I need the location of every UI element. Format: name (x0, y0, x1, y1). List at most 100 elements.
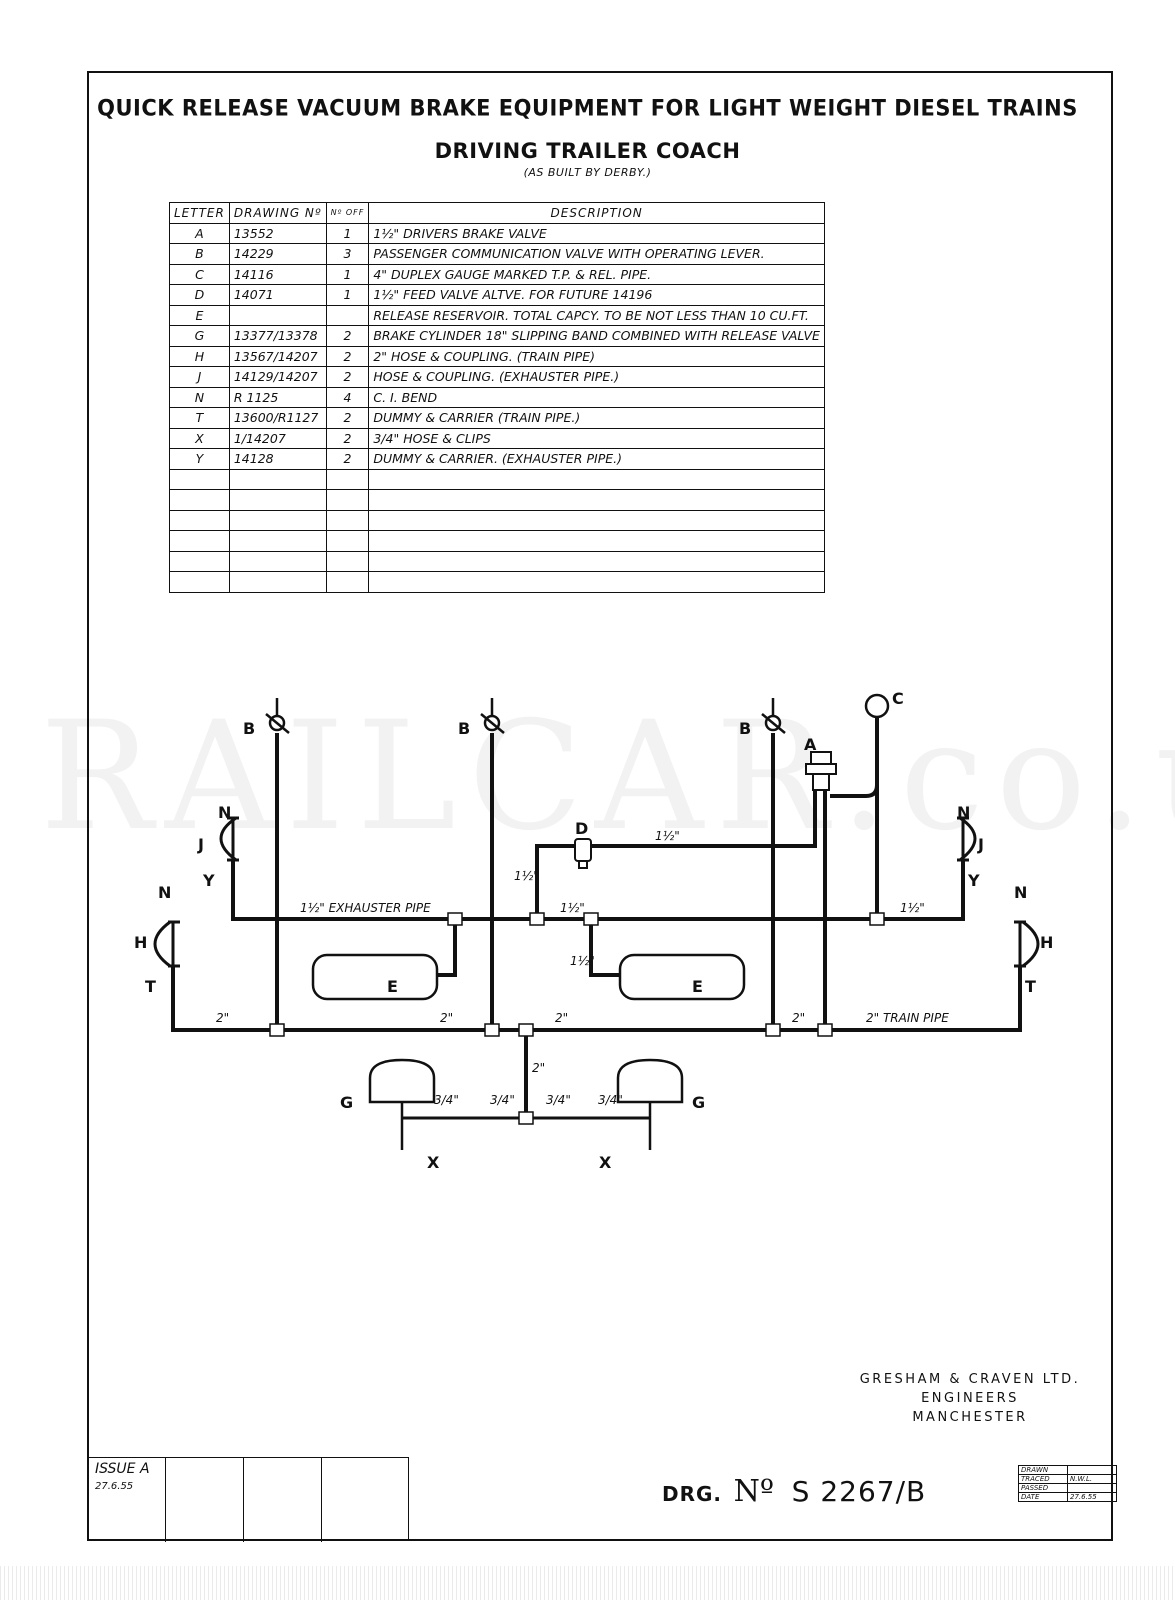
scan-edge (0, 1566, 1175, 1600)
signoff-value: N.W.L. (1067, 1474, 1117, 1484)
schedule-header-row: LETTER DRAWING Nº Nº OFF DESCRIPTION (169, 202, 825, 224)
row-description: BRAKE CYLINDER 18" SLIPPING BAND COMBINE… (368, 325, 825, 347)
component-labels: B B B C A D E E G G X X H H N N N N J J … (134, 689, 1053, 1172)
col-header-description: DESCRIPTION (368, 202, 825, 224)
label-h-left: H (134, 933, 147, 952)
tee-fittings (269, 912, 885, 1125)
label-h-right: H (1040, 933, 1053, 952)
communication-valves (265, 698, 786, 734)
size-feed-line: 1½" (655, 829, 680, 843)
label-n-right-upper: N (957, 803, 970, 822)
tee-fitting (529, 912, 545, 926)
size-exhauster-pipe: 1½" EXHAUSTER PIPE (300, 901, 431, 915)
label-b-3: B (739, 719, 751, 738)
label-b-1: B (243, 719, 255, 738)
label-t-right: T (1025, 977, 1036, 996)
drivers-brake-valve (805, 751, 837, 791)
brake-cylinder-right (616, 1058, 684, 1104)
feed-valve-stem (578, 860, 588, 869)
size-exhauster-mid: 1½" (560, 901, 585, 915)
tee-fitting (817, 1023, 833, 1037)
label-n-left-lower: N (158, 883, 171, 902)
signoff-value (1067, 1483, 1117, 1493)
drawing-number: DRG. Nº S 2267/B (662, 1474, 926, 1509)
size-train-mid-right: 2" (555, 1011, 568, 1025)
size-train-mid-left: 2" (440, 1011, 453, 1025)
size-drop-pipe: 2" (532, 1061, 545, 1075)
label-t-left: T (145, 977, 156, 996)
label-c: C (892, 689, 904, 708)
signoff-role: PASSED (1018, 1483, 1068, 1493)
label-g-left: G (340, 1093, 353, 1112)
hose-j-right-carrier (957, 816, 969, 862)
row-drawing-number: 13567/14207 (228, 345, 327, 367)
schedule-row (169, 571, 825, 593)
reservoir-left (311, 953, 439, 1001)
row-description: PASSENGER COMMUNICATION VALVE WITH OPERA… (368, 243, 825, 265)
schedule-row (169, 509, 825, 531)
company-block: GRESHAM & CRAVEN LTD. ENGINEERS MANCHEST… (850, 1370, 1090, 1427)
duplex-gauge (864, 693, 890, 719)
size-train-right: 2" (792, 1011, 805, 1025)
signoff-value: 27.6.55 (1067, 1492, 1117, 1502)
drawing-number-prefix: DRG. (662, 1482, 723, 1506)
valve-b-2-lever (480, 698, 505, 734)
valve-b-1-lever (265, 698, 290, 734)
drawing-number-symbol: Nº (733, 1474, 775, 1509)
hose-couplings (153, 816, 1040, 968)
label-e-left: E (387, 977, 398, 996)
hose-j-right (959, 816, 977, 862)
signoff-row: DRAWN (1018, 1465, 1117, 1475)
size-cyl-left-2: 3/4" (490, 1093, 515, 1107)
row-letter (169, 571, 230, 593)
size-train-pipe: 2" TRAIN PIPE (866, 1011, 949, 1025)
feed-valve (574, 838, 592, 869)
row-drawing-number: 1/14207 (228, 427, 327, 449)
label-e-right: E (692, 977, 703, 996)
tee-fitting (484, 1023, 500, 1037)
gauge-branch (830, 784, 879, 798)
tee-fitting (269, 1023, 285, 1037)
reservoir-right (618, 953, 746, 1001)
size-train-left: 2" (216, 1011, 229, 1025)
brake-cylinder-left (368, 1058, 436, 1104)
tee-fitting (869, 912, 885, 926)
size-feed-vertical: 1½" (514, 869, 539, 883)
hose-j-left-carrier (227, 816, 239, 862)
label-j-right: J (977, 835, 984, 854)
row-description: DUMMY & CARRIER. (EXHAUSTER PIPE.) (368, 448, 825, 470)
company-line3: MANCHESTER (912, 1410, 1028, 1425)
row-drawing-number (228, 571, 327, 593)
hose-h-left-carrier (168, 920, 180, 968)
train-pipe (171, 966, 1022, 1032)
label-x-right: X (599, 1153, 612, 1172)
signoff-value (1067, 1465, 1117, 1475)
hose-h-left (153, 920, 171, 968)
size-cyl-right-2: 3/4" (598, 1093, 623, 1107)
valve-b-3-lever (761, 698, 786, 734)
feed-valve-body (574, 838, 592, 862)
hose-h-right-carrier (1014, 920, 1026, 968)
hose-j-left (219, 816, 237, 862)
tee-fitting (583, 912, 599, 926)
signoff-role: TRACED (1018, 1474, 1068, 1484)
drawing-frame (87, 71, 1113, 1541)
schedule-row (169, 550, 825, 572)
tee-fitting (518, 1111, 534, 1125)
label-y-left: Y (202, 871, 215, 890)
label-d: D (575, 819, 588, 838)
drawing-title: QUICK RELEASE VACUUM BRAKE EQUIPMENT FOR… (97, 95, 1078, 121)
row-drawing-number: 13600/R1127 (228, 407, 327, 429)
label-x-left: X (427, 1153, 440, 1172)
drawing-note: (AS BUILT BY DERBY.) (523, 166, 652, 179)
